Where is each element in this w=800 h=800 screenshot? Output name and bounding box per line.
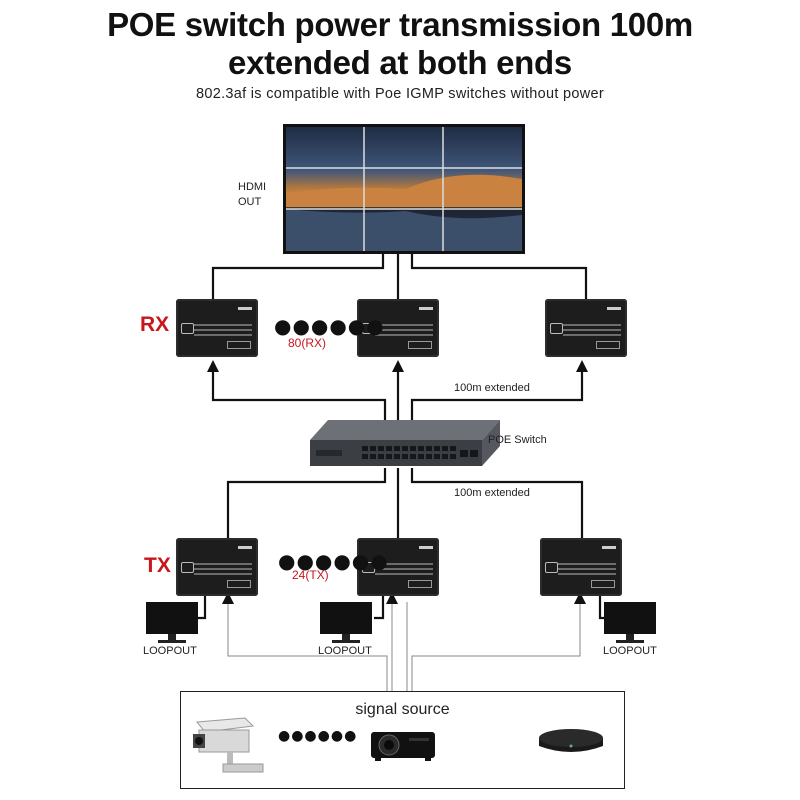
loopout-label: LOOPOUT — [318, 645, 372, 657]
transmitter-icon — [176, 538, 258, 596]
tx-label: TX — [144, 554, 171, 577]
arrow-up-icon — [386, 592, 398, 604]
transmitter-icon — [357, 538, 439, 596]
loopout-label: LOOPOUT — [143, 645, 197, 657]
cctv-camera-icon — [193, 717, 264, 773]
monitor-icon — [604, 602, 656, 643]
monitor-icon — [320, 602, 372, 643]
subtitle: 802.3af is compatible with Poe IGMP swit… — [195, 86, 604, 102]
receiver-icon — [176, 299, 258, 357]
poe-switch-icon — [310, 420, 500, 466]
monitor-icon — [146, 602, 198, 643]
arrow-up-icon — [222, 592, 234, 604]
signal-source-label: signal source — [355, 701, 450, 718]
rx-count-label: 80(RX) — [288, 336, 327, 350]
arrow-up-icon — [207, 360, 219, 372]
video-wall-icon — [283, 124, 525, 254]
receiver-icon — [357, 299, 439, 357]
arrow-up-icon — [576, 360, 588, 372]
ellipsis-dots-icon: ●●●●●● — [274, 314, 385, 338]
ellipsis-dots-icon: ●●●●●● — [278, 549, 389, 573]
transmitter-icon — [540, 538, 622, 596]
signal-source-box: signal source ●●●●●● — [180, 691, 625, 789]
switch-label: POE Switch — [488, 434, 547, 446]
loopout-label: LOOPOUT — [603, 645, 657, 657]
hdmi-out-label: HDMI OUT — [238, 181, 267, 208]
ellipsis-dots-icon: ●●●●●● — [278, 728, 358, 744]
rx-extended-label: 100m extended — [454, 382, 530, 394]
title-line-2: extended at both ends — [228, 44, 572, 81]
tx-count-label: 24(TX) — [292, 568, 329, 582]
arrow-up-icon — [574, 592, 586, 604]
rx-label: RX — [140, 313, 170, 336]
arrow-up-icon — [392, 360, 404, 372]
projector-icon — [371, 732, 435, 761]
receiver-icon — [545, 299, 627, 357]
title-line-1: POE switch power transmission 100m — [107, 6, 693, 43]
tx-extended-label: 100m extended — [454, 487, 530, 499]
tv-box-icon — [539, 729, 603, 752]
